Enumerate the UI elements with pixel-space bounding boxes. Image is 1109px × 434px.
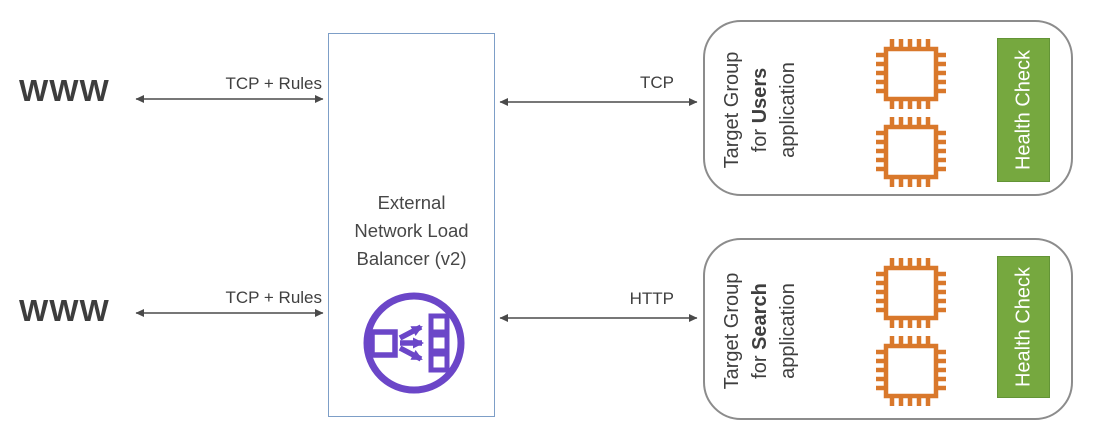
target-group-search-label-line2: for Search: [749, 283, 771, 379]
arrow-label-tcp: TCP: [640, 73, 674, 92]
server-chip-icon: [876, 117, 946, 187]
client-www-top: WWW: [19, 73, 110, 108]
server-chip-icon: [876, 258, 946, 328]
health-check-badge-users: Health Check: [997, 38, 1050, 182]
load-balancer-title: External Network Load Balancer (v2): [329, 189, 494, 273]
arrow-label-tcp-rules-bottom: TCP + Rules: [225, 288, 322, 307]
target-group-search-label-line1: Target Group: [721, 272, 743, 390]
target-group-users-label-line3: application: [777, 62, 799, 158]
load-balancer-title-line2: Network Load: [354, 220, 469, 241]
client-www-bottom: WWW: [19, 293, 110, 328]
health-check-badge-search-text: Health Check: [1012, 266, 1034, 388]
server-chip-icon: [876, 39, 946, 109]
target-group-users-label-line1: Target Group: [721, 51, 743, 169]
health-check-badge-users-text: Health Check: [1012, 49, 1034, 171]
load-balancer-icon: [363, 292, 465, 394]
target-group-users-label-line2: for Users: [749, 67, 771, 153]
arrow-label-http: HTTP: [629, 289, 674, 308]
target-group-users: Target Group for Users application Healt…: [703, 20, 1073, 196]
target-group-search-label: Target Group for Search application: [716, 256, 804, 406]
load-balancer-title-line1: External: [377, 192, 446, 213]
health-check-badge-search: Health Check: [997, 256, 1050, 398]
load-balancer-title-line3: Balancer (v2): [356, 248, 467, 269]
load-balancer-box: External Network Load Balancer (v2): [328, 33, 495, 417]
target-group-search: Target Group for Search application Heal…: [703, 238, 1073, 420]
arrow-label-tcp-rules-top: TCP + Rules: [225, 74, 322, 93]
server-chip-icon: [876, 336, 946, 406]
target-group-search-label-line3: application: [777, 283, 799, 379]
target-group-users-label: Target Group for Users application: [716, 35, 804, 185]
